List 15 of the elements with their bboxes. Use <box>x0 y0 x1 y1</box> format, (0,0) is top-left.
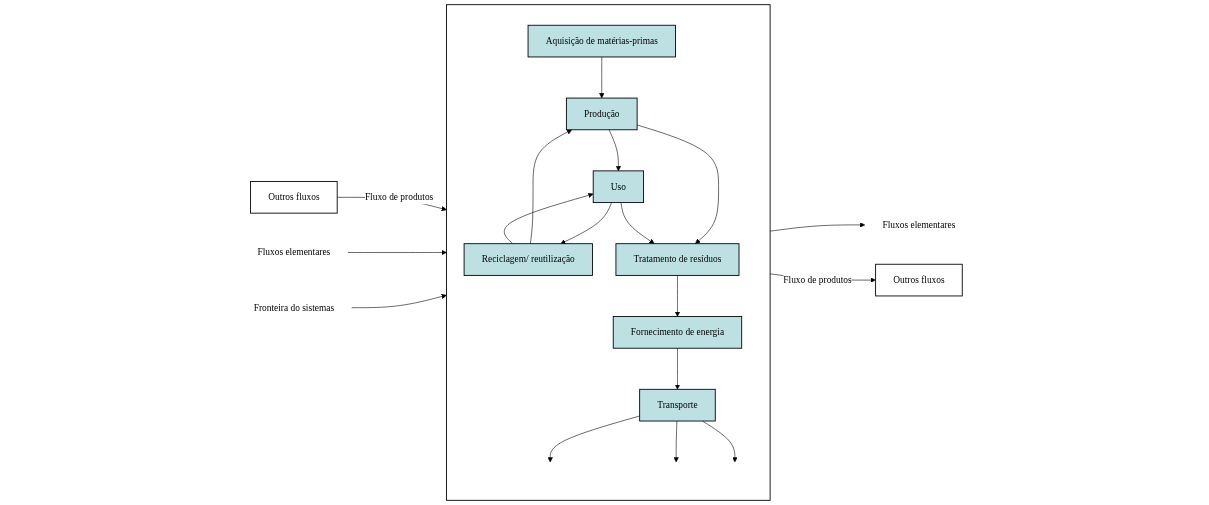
node-box <box>875 263 963 297</box>
node-text: Fronteira do sistemas <box>253 302 335 313</box>
node-box <box>639 388 716 422</box>
node-box <box>463 243 593 276</box>
node-box <box>250 181 338 214</box>
node-box <box>527 24 676 58</box>
node-box <box>565 97 638 131</box>
edge-label: Fluxo de produtos <box>364 192 434 202</box>
node-text: Fluxos elementares <box>882 219 956 230</box>
node-box <box>592 170 645 204</box>
edge-label: Fluxo de produtos <box>783 274 852 285</box>
node-box <box>612 316 743 349</box>
cluster <box>446 4 771 501</box>
node-box <box>615 243 740 276</box>
node-text: Fluxos elementares <box>257 247 331 258</box>
